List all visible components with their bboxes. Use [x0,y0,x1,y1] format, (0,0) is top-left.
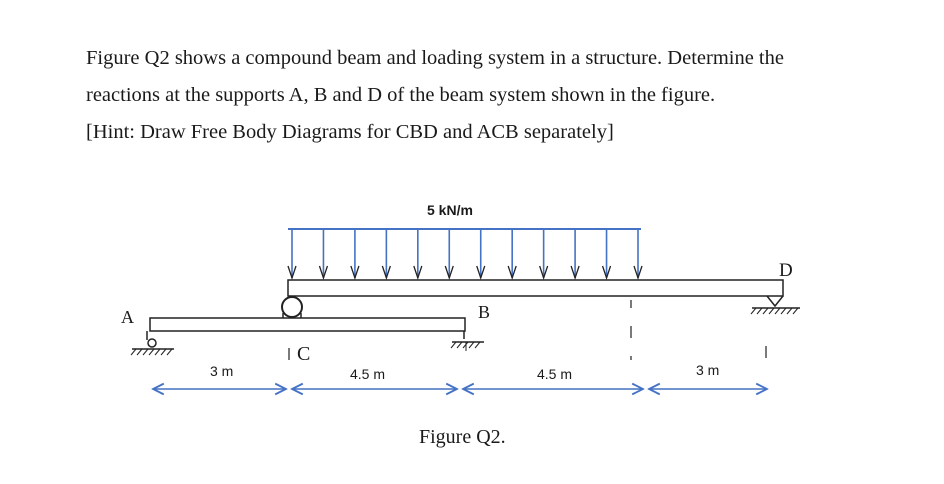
distributed-load: 5 kN/m [287,202,643,281]
load-arrow [507,229,517,281]
load-arrow [318,229,329,281]
load-label: 5 kN/m [427,202,473,218]
load-arrow [381,229,391,281]
beam-cbd-body [287,279,784,297]
support-d-triangle [766,295,784,308]
beam-acb [149,317,466,332]
support-b [450,331,484,351]
beam-acb-body [149,317,466,332]
load-arrow [633,229,643,281]
load-arrow [570,229,580,281]
load-arrows [287,229,643,281]
support-d [750,295,800,315]
problem-hint: [Hint: Draw Free Body Diagrams for CBD a… [86,121,614,143]
support-a-pin [147,338,157,348]
load-arrow [287,229,297,281]
support-a [130,331,174,356]
label-a: A [121,307,134,327]
dimension-label-1: 3 m [210,363,233,379]
label-c: C [297,343,310,365]
beam-cbd [287,279,784,297]
load-arrow [350,229,360,281]
problem-line-2: reactions at the supports A, B and D of … [86,84,716,106]
problem-statement: Figure Q2 shows a compound beam and load… [86,40,906,151]
hinge-c-pin [281,296,303,318]
hinge-c [281,296,303,318]
extension-marks [288,300,767,360]
load-arrow [413,229,423,281]
load-arrow [601,229,612,281]
figure-caption: Figure Q2. [419,426,506,448]
label-b: B [478,302,490,322]
label-d: D [779,260,793,281]
dimension-label-3: 4.5 m [537,366,572,382]
problem-line-1: Figure Q2 shows a compound beam and load… [86,47,784,69]
load-arrow [444,229,454,281]
dimension-label-4: 3 m [696,362,719,378]
load-arrow [476,229,486,281]
load-arrow [539,229,549,281]
dimension-label-2: 4.5 m [350,366,385,382]
